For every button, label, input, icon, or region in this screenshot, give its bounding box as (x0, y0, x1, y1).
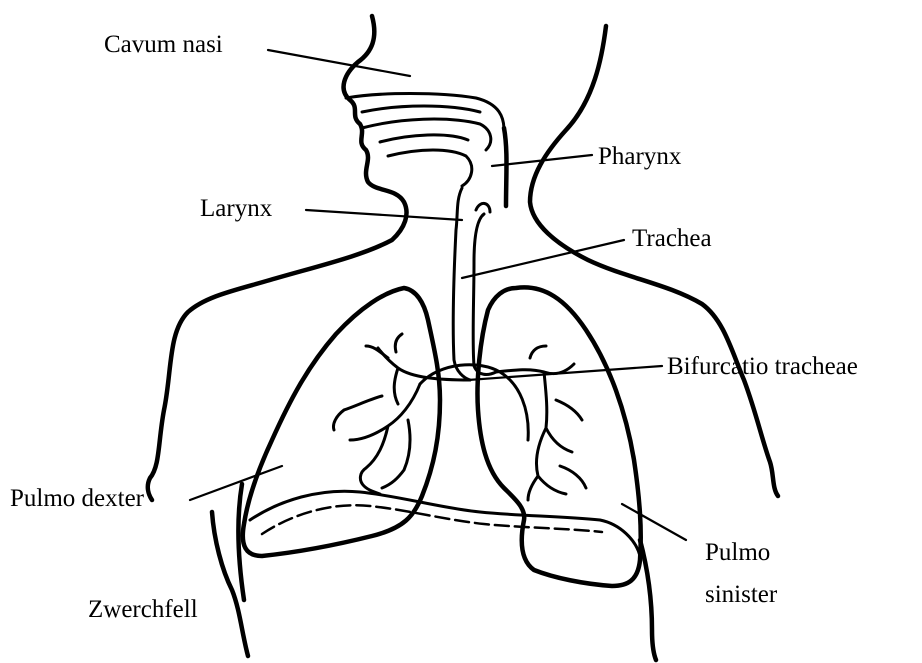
neck-back (504, 128, 507, 206)
leader-larynx (306, 210, 462, 220)
trachea-top-cap (476, 203, 490, 212)
airway (453, 188, 496, 380)
left-lung-outline (477, 287, 640, 586)
label-larynx: Larynx (200, 195, 273, 222)
diaphragm-outline (250, 491, 640, 556)
body-outline (148, 16, 778, 660)
leader-pulmo-dexter (190, 466, 282, 500)
leader-trachea (462, 240, 624, 278)
label-cavum-nasi: Cavum nasi (104, 31, 223, 58)
left-bronchus (496, 364, 574, 500)
diaphragm (250, 491, 640, 556)
leader-pulmo-sinister (622, 504, 686, 540)
left-lung (477, 287, 640, 586)
label-pulmo-dexter: Pulmo dexter (10, 485, 145, 512)
left-bronchus-branch (530, 346, 586, 488)
trachea-right-wall (473, 214, 496, 374)
torso-right-lower (640, 540, 656, 660)
label-bifurcatio-tracheae: Bifurcatio tracheae (667, 353, 858, 380)
diaphragm-dashed-line (262, 505, 602, 534)
label-zwerchfell: Zwerchfell (88, 596, 198, 623)
label-pharynx: Pharynx (598, 143, 682, 170)
nasal-cavity-outline (346, 94, 504, 187)
leader-cavum-nasi (268, 50, 410, 76)
right-bronchus-branch (333, 334, 402, 430)
right-lung-outline (243, 288, 440, 556)
label-trachea: Trachea (632, 225, 712, 252)
label-pulmo-sinister-line1: Pulmo (705, 539, 770, 566)
head-profile-right (530, 26, 778, 496)
trachea-left-wall (453, 188, 470, 380)
right-bronchus (350, 348, 470, 494)
label-pulmo-sinister-line2: sinister (705, 581, 778, 608)
leader-lines (190, 50, 686, 540)
